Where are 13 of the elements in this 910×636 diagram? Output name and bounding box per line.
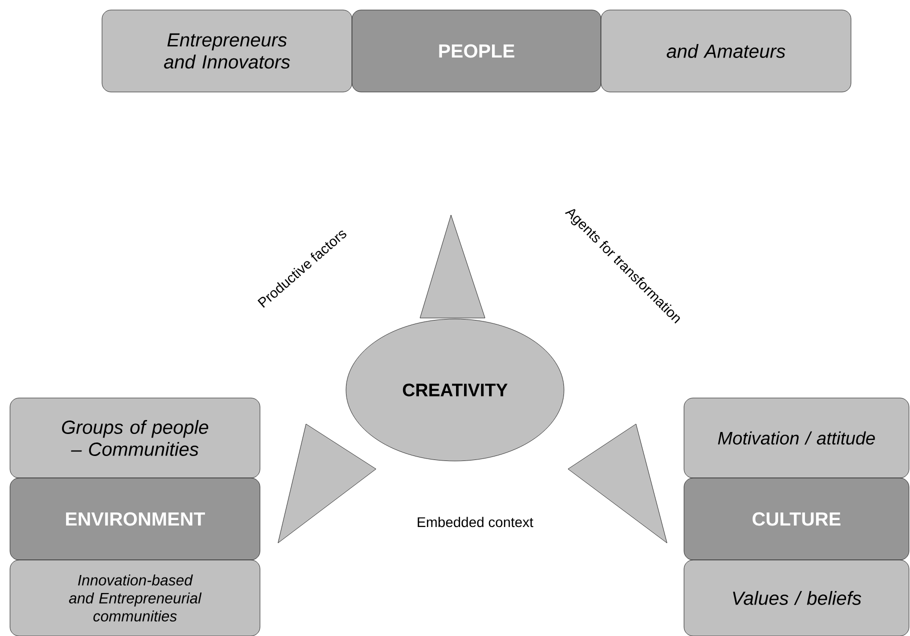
label-box: and Amateurs <box>600 10 852 92</box>
heading-box: CULTURE <box>684 478 910 560</box>
label-box: Entrepreneurs and Innovators <box>102 10 352 92</box>
label-box: Values / beliefs <box>684 560 910 636</box>
label-box: Motivation / attitude <box>684 398 910 478</box>
heading-box: PEOPLE <box>352 10 602 92</box>
label-box: Innovation-based and Entrepreneurial communities <box>10 560 260 636</box>
heading-box: ENVIRONMENT <box>10 478 260 560</box>
triangle <box>568 424 668 544</box>
triangle <box>278 424 376 544</box>
triangle <box>420 214 486 318</box>
rotated-label: Embedded context <box>418 516 534 528</box>
label-box: Groups of people – Communities <box>10 398 260 478</box>
